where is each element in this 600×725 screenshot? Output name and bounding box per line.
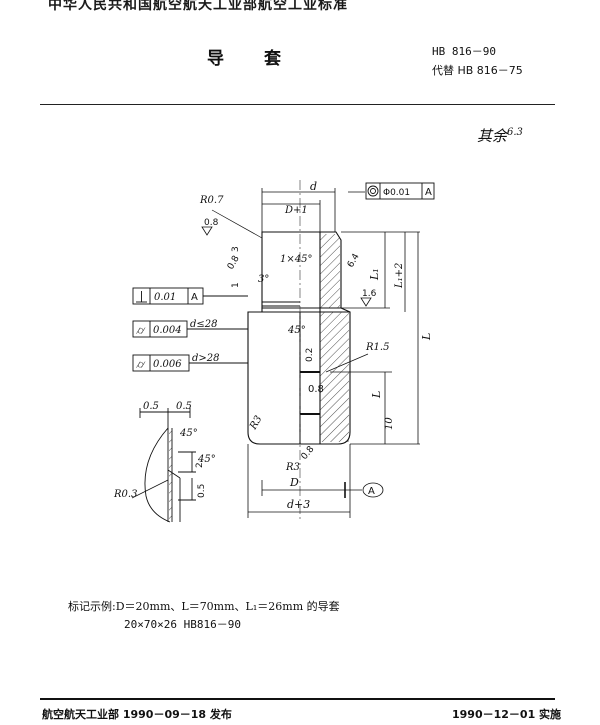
- detail-angle-45b: 45°: [197, 454, 216, 465]
- footer-rule: [40, 698, 555, 700]
- perpendicularity-datum: A: [191, 292, 198, 303]
- roughness-08-chamfer: 0.8: [226, 254, 242, 272]
- dim-big-l: L: [420, 333, 433, 341]
- dim-big-d: D: [289, 476, 299, 489]
- dim-l1-plus-2: L₁+2: [394, 263, 405, 289]
- roughness-16: 1.6: [362, 289, 377, 299]
- section-hatch-body: [320, 312, 349, 442]
- title-char-2: 套: [264, 49, 283, 69]
- radius-r15: R1.5: [365, 342, 389, 353]
- concentricity-frame: [365, 182, 435, 200]
- standard-number: HB 816－90: [432, 45, 496, 58]
- cylindricity-icon-2: ⌭: [136, 358, 146, 371]
- cylindricity-tol-2: 0.006: [153, 359, 182, 370]
- detail-dim-05c: 0.5: [197, 484, 207, 498]
- roughness-02: 0.2: [305, 348, 315, 362]
- replaces-standard: 代替 HB 816－75: [432, 64, 523, 77]
- detail-dim-05a: 0.5: [143, 401, 159, 412]
- roughness-rest-label: 其余: [477, 127, 508, 145]
- roughness-rest-value: 6.3: [507, 127, 523, 138]
- concentricity-datum: A: [425, 187, 432, 198]
- standard-org-title: 中华人民共和国航空航天工业部航空工业标准: [48, 0, 348, 13]
- dim-d-plus-3: d+3: [287, 498, 310, 511]
- detail-view: [139, 408, 196, 523]
- roughness-rest-note: 其余6.3: [477, 125, 523, 146]
- angle-45-mid: 45°: [287, 325, 306, 336]
- document-title: 导套: [207, 44, 283, 69]
- section-hatch-head: [320, 234, 340, 308]
- roughness-64: 6.4: [346, 252, 362, 270]
- chamfer-1x45: 1×45°: [280, 254, 312, 265]
- concentricity-tol: Φ0.01: [383, 188, 410, 198]
- roughness-08-bottom: 0.8: [300, 444, 317, 462]
- dim-10: 10: [384, 417, 395, 430]
- dim-l1: L₁: [368, 268, 381, 281]
- detail-dim-2: 2: [195, 462, 205, 468]
- title-char-1: 导: [207, 49, 226, 69]
- dim-08: 0.8: [308, 384, 324, 395]
- roughness-08-top: 0.8: [204, 218, 219, 228]
- roughness-symbol-top: [201, 226, 213, 236]
- dim-1: 1: [231, 282, 241, 288]
- cylindricity-tol-1: 0.004: [153, 325, 182, 336]
- dim-3: 3: [231, 246, 241, 252]
- radius-r3-bottom: R3: [285, 462, 300, 473]
- detail-radius-r03: R0.3: [113, 489, 137, 500]
- header-rule: [40, 104, 555, 105]
- dim-small-l: L: [370, 391, 383, 399]
- radius-r07: R0.7: [199, 195, 224, 206]
- issue-info: 航空航天工业部 1990－09－18 发布: [42, 708, 232, 721]
- cylindricity-icon: ⌭: [136, 324, 146, 337]
- perpendicularity-tol: 0.01: [154, 292, 176, 303]
- radius-r3-left: R3: [248, 414, 265, 432]
- dim-d-plus-1: D+1: [284, 205, 308, 216]
- marking-example-code: 20×70×26 HB816－90: [124, 618, 241, 631]
- angle-3deg: 3°: [258, 274, 269, 285]
- detail-angle-45a: 45°: [179, 428, 198, 439]
- cylindricity-cond-2: d>28: [192, 353, 220, 364]
- cylindricity-cond-1: d≤28: [190, 319, 218, 330]
- marking-example-label: 标记示例:D＝20mm、L＝70mm、L₁＝26mm 的导套: [68, 600, 340, 613]
- dim-d: d: [310, 180, 317, 193]
- detail-dim-05b: 0.5: [176, 401, 192, 412]
- effective-date: 1990－12－01 实施: [452, 708, 562, 721]
- datum-a-bottom: A: [368, 486, 375, 497]
